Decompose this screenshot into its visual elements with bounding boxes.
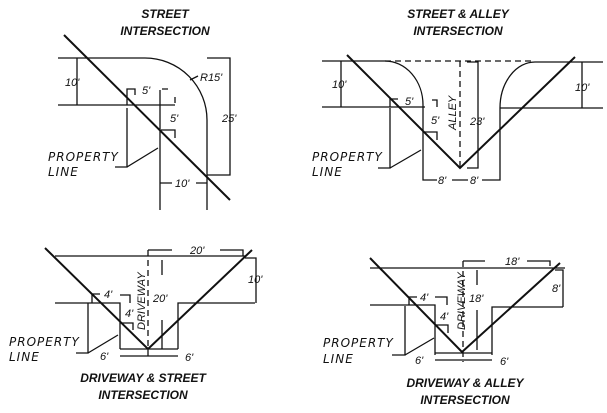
dim-label: 5' [431,115,440,127]
dim-label: 5' [170,113,179,125]
dim-5-marker [161,129,176,138]
dim-8 [422,175,501,181]
title-line-1: DRIVEWAY & ALLEY [406,376,524,390]
dim-20-top [148,249,244,256]
title-line-1: DRIVEWAY & STREET [80,371,207,385]
driveway-label: DRIVEWAY [136,272,148,330]
property-leader [392,306,435,356]
title-line-2: INTERSECTION [120,24,210,38]
dim-18-top [463,260,551,266]
radius-leader [189,75,199,81]
property-line-label: LINE [312,165,343,179]
curb-line [58,57,208,210]
dim-label: 10' [575,82,590,94]
dim-label: 20' [189,245,205,257]
property-leader [378,108,422,169]
dim-label: 8' [470,175,479,187]
property-leader [76,303,119,354]
dim-25 [207,57,231,176]
dim-label: 10' [65,77,80,89]
title-line-1: STREET [141,7,190,21]
driveway-edges [55,302,255,349]
panel-driveway-street-intersection: DRIVEWAY 20' 10' 20' 4' 4' 6' 6' PROPERT… [9,245,263,402]
property-line-label: LINE [323,352,354,366]
dim-4-marker [435,324,449,333]
dim-label: 23' [469,116,485,128]
sight-lines [346,54,576,170]
dim-label: 6' [415,355,424,367]
dim-label: 5' [405,96,414,108]
title-line-2: INTERSECTION [413,24,503,38]
alley-label: ALLEY [447,95,459,131]
driveway-edges [370,304,563,355]
dim-5-marker [423,131,438,140]
dim-label: 4' [125,308,134,320]
sight-line [63,34,231,201]
property-line-label: PROPERTY [48,150,120,164]
driveway-bottom [120,348,178,357]
dim-tick [162,88,176,103]
dim-label: 8' [438,175,447,187]
dim-label: 4' [104,289,113,301]
sight-lines [369,257,561,354]
dim-label: 10' [175,178,190,190]
property-line-label: LINE [48,165,79,179]
dim-4-marker [408,296,448,305]
dim-label: 8' [552,283,561,295]
dim-label: 18' [505,256,520,268]
dim-label: 6' [100,351,109,363]
panel-driveway-alley-intersection: DRIVEWAY 18' 8' 18' 4' 4' 6' 6' PROPERTY… [323,256,565,407]
dim-label: 10' [248,274,263,286]
dim-8 [555,269,564,307]
dim-label: 18' [469,293,484,305]
driveway-label: DRIVEWAY [456,272,468,330]
street-edge [322,106,603,109]
dim-label: 20' [152,293,168,305]
dim-10 [245,257,257,303]
panel-street-intersection: STREET INTERSECTION 10' 5' 5' R15' 25' 1… [48,7,237,210]
dim-4-marker [120,322,134,330]
sight-lines [44,247,253,351]
dim-label: 6' [500,356,509,368]
dim-label: 4' [420,292,429,304]
property-leader [115,108,159,168]
dim-label: 4' [440,311,449,323]
dim-label: 5' [142,85,151,97]
title-line-2: INTERSECTION [98,388,188,402]
dim-label: 25' [221,113,237,125]
dim-label: R15' [200,72,223,84]
dim-label: 6' [185,352,194,364]
property-line-label: PROPERTY [9,335,81,349]
property-line-label: PROPERTY [323,336,395,350]
dim-4-marker [91,293,131,303]
dim-5-marker [126,88,136,105]
panel-street-alley-intersection: STREET & ALLEY INTERSECTION ALLEY 23' 10… [312,7,603,187]
dim-label: 10' [332,79,347,91]
title-line-2: INTERSECTION [420,393,510,407]
dim-5-marker [389,98,438,107]
property-line-label: PROPERTY [312,150,384,164]
title-line-1: STREET & ALLEY [407,7,510,21]
dim-23 [467,61,479,169]
property-line-label: LINE [9,350,40,364]
